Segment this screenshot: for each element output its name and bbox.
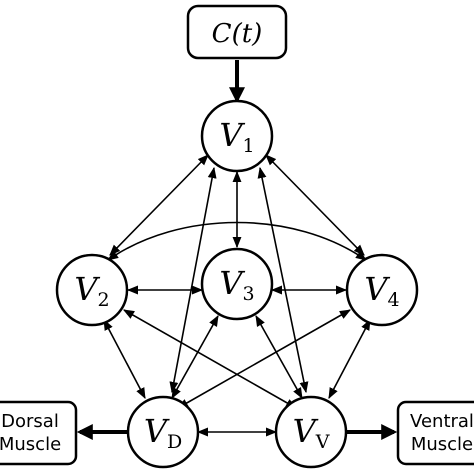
input-box: C(t) [186, 4, 288, 60]
ventral-muscle-line1: Ventral [410, 411, 474, 432]
node-v1-symbol: V [219, 116, 245, 154]
ventral-muscle-line2: Muscle [411, 434, 473, 455]
node-v4-symbol: V [364, 270, 390, 308]
edge-v2-vv [123, 309, 297, 409]
edges [76, 60, 398, 440]
node-vd-subscript: D [167, 431, 182, 453]
dorsal-muscle-box: Dorsal Muscle [0, 400, 78, 466]
node-v1: V1 [200, 99, 274, 173]
svg-text:V2: V2 [74, 270, 109, 311]
svg-text:V4: V4 [364, 270, 399, 311]
node-v4-subscript: 4 [388, 289, 400, 311]
svg-text:V3: V3 [219, 264, 254, 305]
ventral-muscle-box: Ventral Muscle [396, 400, 474, 466]
edge-v4-vd [177, 309, 351, 409]
node-vv-subscript: V [315, 431, 330, 453]
node-v2: V2 [55, 253, 129, 327]
svg-text:VD: VD [144, 412, 182, 453]
node-v2-subscript: 2 [98, 289, 110, 311]
svg-text:V1: V1 [219, 116, 254, 157]
edge-v1-v4 [265, 154, 365, 256]
node-vv-symbol: V [293, 412, 319, 450]
node-vv: VV [274, 395, 348, 469]
node-v3-subscript: 3 [243, 283, 255, 305]
node-vd-symbol: V [144, 412, 170, 450]
edge-v1-v2 [109, 154, 209, 256]
edge-v2-vd [103, 319, 146, 399]
dorsal-muscle-line1: Dorsal [1, 411, 59, 432]
node-v3-symbol: V [219, 264, 245, 302]
node-v4: V4 [345, 253, 419, 327]
edge-v3-vv [255, 315, 303, 399]
node-v2-symbol: V [74, 270, 100, 308]
input-label: C(t) [212, 19, 263, 49]
node-v3: V3 [200, 247, 274, 321]
edge-v4-vv [328, 319, 371, 399]
edge-v3-vd [171, 315, 219, 399]
dorsal-muscle-line2: Muscle [0, 434, 61, 455]
node-vd: VD [126, 395, 200, 469]
node-v1-subscript: 1 [243, 135, 255, 157]
edge-v2-v4-arc [107, 221, 367, 261]
svg-text:VV: VV [293, 412, 330, 453]
